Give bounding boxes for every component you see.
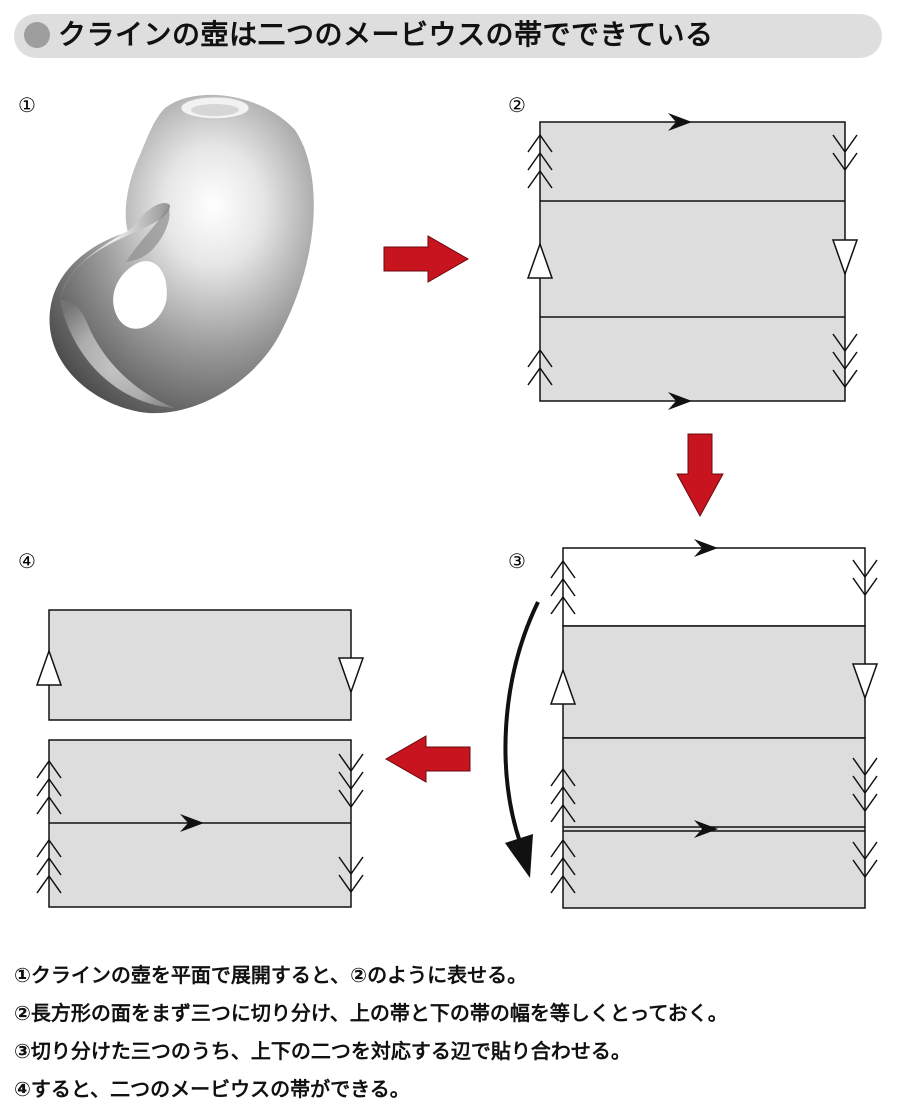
klein-bottle-image	[49, 94, 314, 414]
title-bullet-icon	[24, 22, 50, 48]
caption-3: ③切り分けた三つのうち、上下の二つを対応する辺で貼り合わせる。	[14, 1039, 631, 1063]
panel-step-2	[526, 113, 859, 410]
panel-step-4	[35, 609, 365, 908]
panel-step-3	[549, 539, 879, 909]
arrow-down-icon	[676, 433, 724, 518]
step-label-1: ①	[18, 93, 36, 117]
arrow-left-icon	[384, 735, 471, 783]
caption-4: ④すると、二つのメービウスの帯ができる。	[14, 1077, 410, 1101]
step-label-3: ③	[508, 549, 526, 573]
arrow-right-icon	[383, 235, 470, 283]
step-label-4: ④	[18, 549, 36, 573]
fold-arrow-head-icon	[505, 834, 533, 878]
step-label-2: ②	[508, 93, 526, 117]
caption-1: ①クラインの壺を平面で展開すると、②のように表せる。	[14, 963, 528, 987]
title-bar	[14, 14, 882, 58]
page-title: クラインの壺は二つのメービウスの帯でできている	[58, 18, 714, 51]
caption-2: ②長方形の面をまず三つに切り分け、上の帯と下の帯の幅を等しくとっておく。	[14, 1001, 728, 1025]
fold-arrow-icon	[503, 601, 540, 843]
